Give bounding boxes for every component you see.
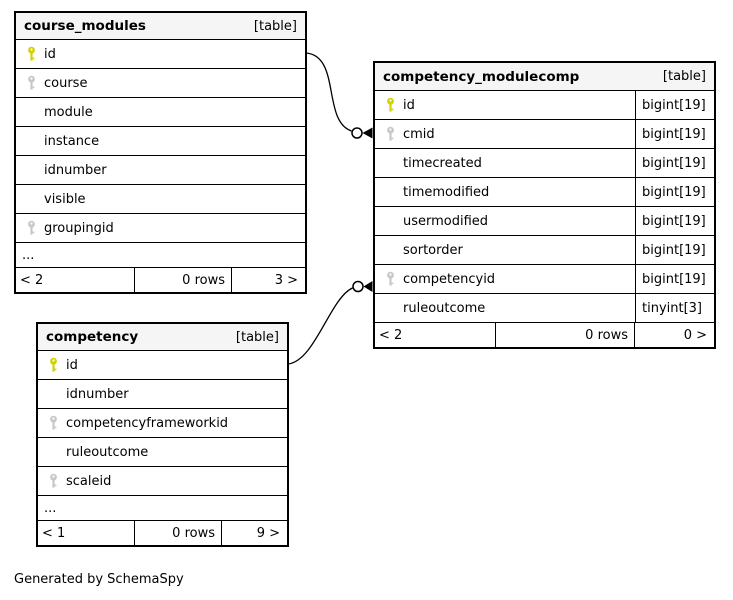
foreign-key-icon bbox=[48, 415, 66, 431]
column-type: bigint[19] bbox=[635, 265, 714, 293]
table-course-modules[interactable]: course_modules [table] id course module … bbox=[14, 11, 307, 294]
table-badge: [table] bbox=[235, 329, 279, 345]
column-row: competencyid bigint[19] bbox=[375, 265, 714, 294]
row-count: 0 rows bbox=[495, 323, 635, 347]
column-type: tinyint[3] bbox=[635, 294, 714, 322]
related-prev-count: < 2 bbox=[20, 272, 44, 288]
column-type: bigint[19] bbox=[635, 178, 714, 206]
column-type: bigint[19] bbox=[635, 207, 714, 235]
foreign-key-icon bbox=[26, 75, 44, 91]
column-row: instance bbox=[16, 127, 305, 156]
row-count: 0 rows bbox=[134, 521, 222, 545]
relationship-course-modules-to-cmid bbox=[305, 52, 373, 139]
column-name: module bbox=[44, 104, 93, 120]
column-name: idnumber bbox=[66, 386, 129, 402]
table-badge: [table] bbox=[662, 69, 706, 84]
column-row: ruleoutcome bbox=[38, 438, 287, 467]
row-count: 0 rows bbox=[134, 268, 232, 292]
table-badge: [table] bbox=[253, 18, 297, 34]
column-row: timemodified bigint[19] bbox=[375, 178, 714, 207]
column-row: course bbox=[16, 69, 305, 98]
column-row: timecreated bigint[19] bbox=[375, 149, 714, 178]
column-row: id bbox=[38, 351, 287, 380]
column-type: bigint[19] bbox=[635, 236, 714, 264]
related-prev-count: < 2 bbox=[379, 327, 403, 343]
column-row: sortorder bigint[19] bbox=[375, 236, 714, 265]
column-name: id bbox=[403, 97, 415, 113]
table-competency-modulecomp[interactable]: competency_modulecomp [table] id bigint[… bbox=[373, 61, 716, 349]
column-name: id bbox=[44, 46, 56, 62]
table-title: competency bbox=[46, 329, 139, 345]
column-type: bigint[19] bbox=[635, 91, 714, 119]
column-type: bigint[19] bbox=[635, 120, 714, 148]
column-name: instance bbox=[44, 133, 100, 149]
foreign-key-icon bbox=[48, 473, 66, 489]
column-name: timecreated bbox=[403, 155, 482, 171]
related-prev-count: < 1 bbox=[42, 525, 66, 541]
foreign-key-icon bbox=[26, 220, 44, 236]
column-name: competencyframeworkid bbox=[66, 415, 229, 431]
column-row: scaleid bbox=[38, 467, 287, 496]
primary-key-icon bbox=[385, 97, 403, 113]
generator-note: Generated by SchemaSpy bbox=[14, 572, 184, 587]
more-columns-ellipsis: ... bbox=[16, 243, 305, 268]
column-name: id bbox=[66, 357, 78, 373]
table-footer: < 1 0 rows 9 > bbox=[38, 521, 287, 545]
column-name: visible bbox=[44, 191, 86, 207]
column-name: usermodified bbox=[403, 213, 489, 229]
column-row: id bbox=[16, 40, 305, 69]
table-footer: < 2 0 rows 3 > bbox=[16, 268, 305, 292]
column-type: bigint[19] bbox=[635, 149, 714, 177]
table-header: course_modules [table] bbox=[16, 13, 305, 40]
column-name: scaleid bbox=[66, 473, 112, 489]
table-competency[interactable]: competency [table] id idnumber competenc… bbox=[36, 322, 289, 547]
arrowhead-icon bbox=[362, 127, 373, 139]
column-row: competencyframeworkid bbox=[38, 409, 287, 438]
column-name: ruleoutcome bbox=[66, 444, 149, 460]
column-name: sortorder bbox=[403, 242, 463, 258]
relationship-line bbox=[305, 52, 352, 132]
relationship-line bbox=[287, 287, 353, 365]
column-row: visible bbox=[16, 185, 305, 214]
more-columns-ellipsis: ... bbox=[38, 496, 287, 521]
foreign-key-icon bbox=[385, 126, 403, 142]
table-footer: < 2 0 rows 0 > bbox=[375, 323, 714, 347]
related-next-count: 3 > bbox=[274, 272, 298, 288]
column-row: groupingid bbox=[16, 214, 305, 243]
column-row: module bbox=[16, 98, 305, 127]
column-row: idnumber bbox=[38, 380, 287, 409]
open-dot-endpoint bbox=[351, 127, 363, 139]
column-name: timemodified bbox=[403, 184, 490, 200]
column-name: ruleoutcome bbox=[403, 300, 486, 316]
column-name: idnumber bbox=[44, 162, 107, 178]
arrowhead-icon bbox=[363, 281, 373, 292]
open-dot-endpoint bbox=[352, 280, 364, 293]
related-next-count: 0 > bbox=[683, 327, 707, 343]
column-name: competencyid bbox=[403, 271, 496, 287]
table-title: course_modules bbox=[24, 18, 146, 34]
column-row: usermodified bigint[19] bbox=[375, 207, 714, 236]
column-name: groupingid bbox=[44, 220, 114, 236]
column-row: ruleoutcome tinyint[3] bbox=[375, 294, 714, 323]
column-name: course bbox=[44, 75, 88, 91]
primary-key-icon bbox=[48, 357, 66, 373]
table-header: competency_modulecomp [table] bbox=[375, 63, 714, 91]
column-row: idnumber bbox=[16, 156, 305, 185]
related-next-count: 9 > bbox=[256, 525, 280, 541]
table-header: competency [table] bbox=[38, 324, 287, 351]
column-row: cmid bigint[19] bbox=[375, 120, 714, 149]
column-name: cmid bbox=[403, 126, 435, 142]
column-row: id bigint[19] bbox=[375, 91, 714, 120]
foreign-key-icon bbox=[385, 271, 403, 287]
primary-key-icon bbox=[26, 46, 44, 62]
table-title: competency_modulecomp bbox=[383, 68, 580, 85]
